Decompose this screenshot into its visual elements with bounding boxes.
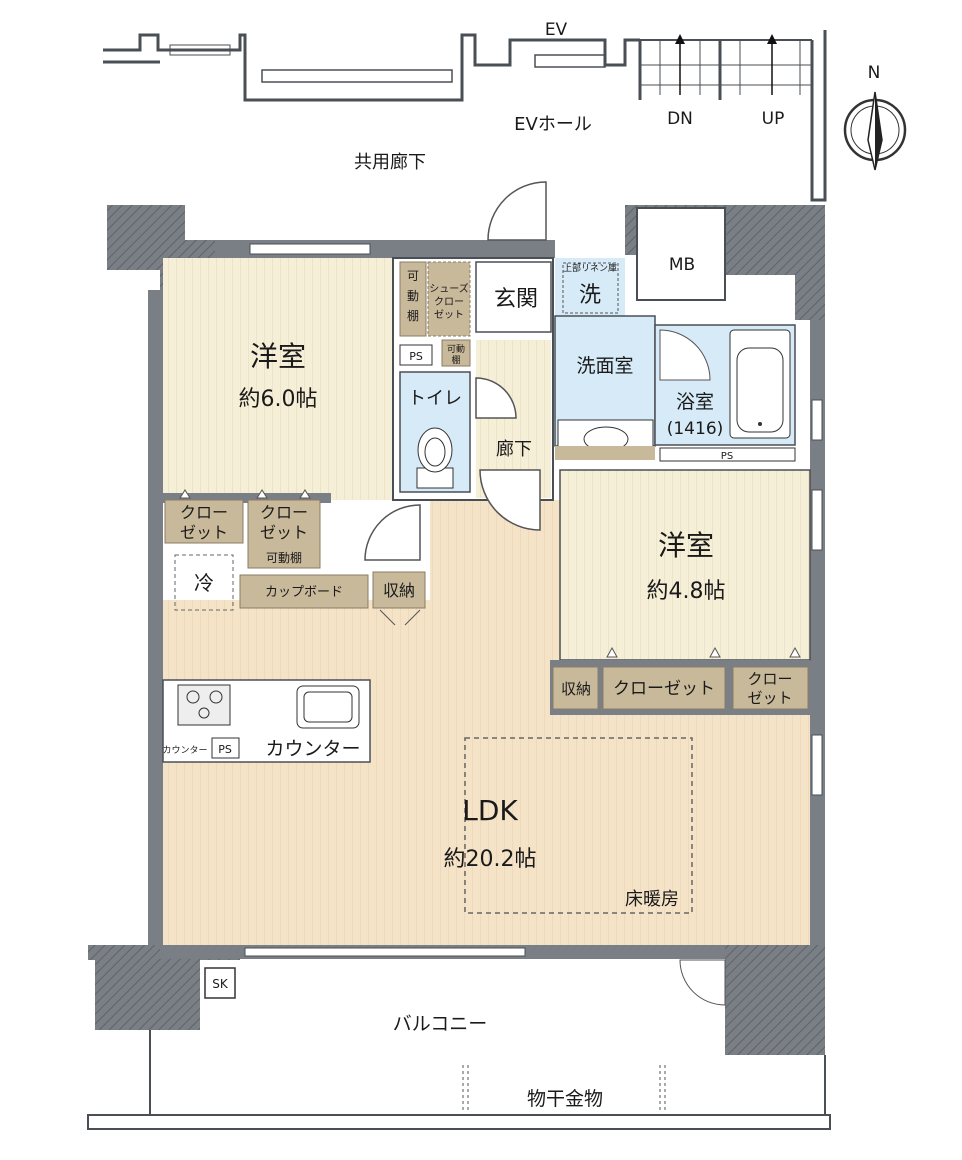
counter-small-label: カウンター xyxy=(162,745,207,756)
ev-hall-area: EV EVホール DN UP 共用廊下 xyxy=(103,20,827,202)
small-shelf-label-1: 可動 xyxy=(447,344,465,355)
western-room-2-label: 洋室 xyxy=(658,529,714,562)
ldk-label: LDK xyxy=(462,794,518,827)
closet-a-label-2: ゼット xyxy=(180,523,228,542)
linen-top-label: 上部リネン庫 xyxy=(563,262,617,274)
western-room-2-size: 約4.8帖 xyxy=(647,579,726,604)
toilet-label: トイレ xyxy=(408,388,462,409)
bath-label: 浴室 xyxy=(676,391,714,413)
balcony: SK バルコニー 物干金物 xyxy=(87,959,831,1130)
shoe-closet-label-2: クロー xyxy=(434,296,464,308)
ldk-room: LDK 約20.2帖 床暖房 xyxy=(163,500,810,945)
closet-d-label-1: クロー xyxy=(747,670,792,688)
closet-d-label-2: ゼット xyxy=(747,689,792,707)
western-room-1: 洋室 約6.0帖 xyxy=(163,258,430,500)
wet-area: 上部リネン庫 洗 MB 洗面室 浴室 (1416) PS xyxy=(554,207,796,462)
washer-label: 洗 xyxy=(579,283,601,308)
drying-hardware-label: 物干金物 xyxy=(527,1088,603,1110)
western-room-1-size: 約6.0帖 xyxy=(239,387,318,412)
ev-hall-label: EVホール xyxy=(514,114,592,135)
kitchen-counter: PS カウンター カウンター xyxy=(162,679,371,763)
small-shelf-label-2: 棚 xyxy=(451,354,460,366)
shelf-label-3: 棚 xyxy=(407,308,419,323)
entry-core: 可 動 棚 シューズ クロー ゼット PS 可動 棚 玄関 トイレ 廊下 xyxy=(392,181,554,531)
mb-label: MB xyxy=(669,255,695,275)
bathtub-icon xyxy=(729,329,791,439)
core-ps-label: PS xyxy=(409,350,423,363)
closet-a-label-1: クロー xyxy=(180,503,228,522)
closet-c-label: クローゼット xyxy=(613,679,715,699)
north-compass-icon: N xyxy=(843,63,907,171)
stairs-down-label: DN xyxy=(667,109,693,129)
shelf-label-2: 動 xyxy=(407,289,419,303)
shelf-label-1: 可 xyxy=(407,269,419,283)
western-room-1-label: 洋室 xyxy=(250,340,306,373)
bath-size-label: (1416) xyxy=(667,419,724,439)
fridge-label: 冷 xyxy=(194,571,214,595)
room1-closets: クロー ゼット クロー ゼット 可動棚 xyxy=(163,489,331,569)
western-room-2: 洋室 約4.8帖 収納 クローゼット クロー ゼット xyxy=(550,469,811,715)
balcony-label: バルコニー xyxy=(393,1013,488,1035)
shoe-closet-label-1: シューズ xyxy=(429,282,469,295)
stove-icon xyxy=(177,684,231,726)
ldk-size: 約20.2帖 xyxy=(444,847,537,872)
sk-label: SK xyxy=(212,977,229,991)
north-label: N xyxy=(868,63,881,83)
floor-heating-area xyxy=(464,737,693,914)
floor-heating-label: 床暖房 xyxy=(625,889,679,910)
closet-b-label-1: クロー xyxy=(260,503,308,522)
stairs-up-label: UP xyxy=(762,109,785,129)
washroom-label: 洗面室 xyxy=(576,355,633,377)
storage-2-label: 収納 xyxy=(561,680,591,698)
bath-ps-label: PS xyxy=(721,451,733,462)
staircase xyxy=(638,34,812,100)
entrance-label: 玄関 xyxy=(494,287,538,312)
ev-label: EV xyxy=(545,20,568,40)
counter-ps-label: PS xyxy=(218,743,232,756)
closet-b-shelf-label: 可動棚 xyxy=(266,550,302,565)
kitchen-storage: 冷 カップボード 収納 xyxy=(174,504,426,626)
common-corridor-label: 共用廊下 xyxy=(354,152,426,173)
toilet-icon xyxy=(416,427,454,489)
shoe-closet-label-3: ゼット xyxy=(434,309,464,321)
hallway-label: 廊下 xyxy=(496,439,532,460)
entry-door xyxy=(487,181,547,241)
storage-1-label: 収納 xyxy=(383,581,415,600)
counter-label: カウンター xyxy=(265,738,360,760)
cupboard-label: カップボード xyxy=(265,585,343,600)
sink-icon xyxy=(296,685,360,729)
closet-b-label-2: ゼット xyxy=(260,523,308,542)
